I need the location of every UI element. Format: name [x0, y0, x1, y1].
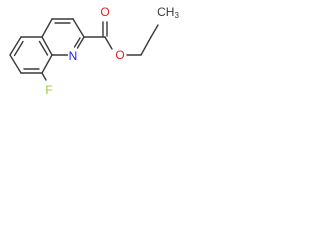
bond-c8-f	[41, 72, 47, 81]
atom-n: N	[69, 49, 78, 63]
bond-c2-n1-inner	[73, 37, 81, 48]
atom-f: F	[45, 83, 52, 97]
atom-o-ester: O	[115, 48, 124, 62]
bond-c4a-c4	[41, 18, 53, 38]
bond-c2-n1	[76, 36, 85, 49]
bond-c5-c6	[9, 36, 22, 56]
bond-c-o-ester	[104, 36, 113, 50]
bond-c8a-c4a-inner	[38, 40, 49, 56]
bonds	[9, 18, 159, 81]
bond-c6-c7	[9, 54, 22, 74]
methyl-group: CH3	[157, 5, 179, 20]
bond-ch2-ch3	[140, 36, 152, 56]
structure-svg: F N O O CH3	[9, 5, 179, 97]
bond-c8-c8a	[41, 54, 53, 74]
atom-o-carbonyl: O	[100, 5, 109, 19]
bond-c3-c2	[72, 18, 85, 38]
atom-labels: F N O O CH3	[45, 5, 179, 97]
bond-c8a-c4a	[41, 36, 53, 56]
bond-ch3-label	[150, 24, 159, 38]
methyl-subscript: 3	[174, 11, 179, 20]
molecule-drawing: F N O O CH3	[0, 0, 188, 121]
methyl-carbon: CH	[157, 5, 174, 19]
bond-c5-c6-inner	[13, 40, 24, 57]
